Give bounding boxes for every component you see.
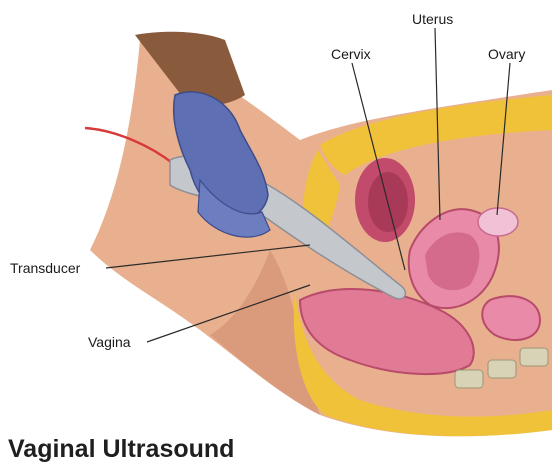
diagram-title: Vaginal Ultrasound	[8, 435, 234, 463]
label-vagina: Vagina	[88, 334, 131, 350]
vertebra	[455, 370, 483, 388]
vertebra	[520, 348, 548, 366]
label-transducer: Transducer	[10, 260, 81, 276]
label-ovary: Ovary	[488, 46, 525, 62]
ovary	[478, 208, 518, 236]
label-cervix: Cervix	[331, 46, 371, 62]
label-uterus: Uterus	[412, 11, 453, 27]
vertebra	[488, 360, 516, 378]
